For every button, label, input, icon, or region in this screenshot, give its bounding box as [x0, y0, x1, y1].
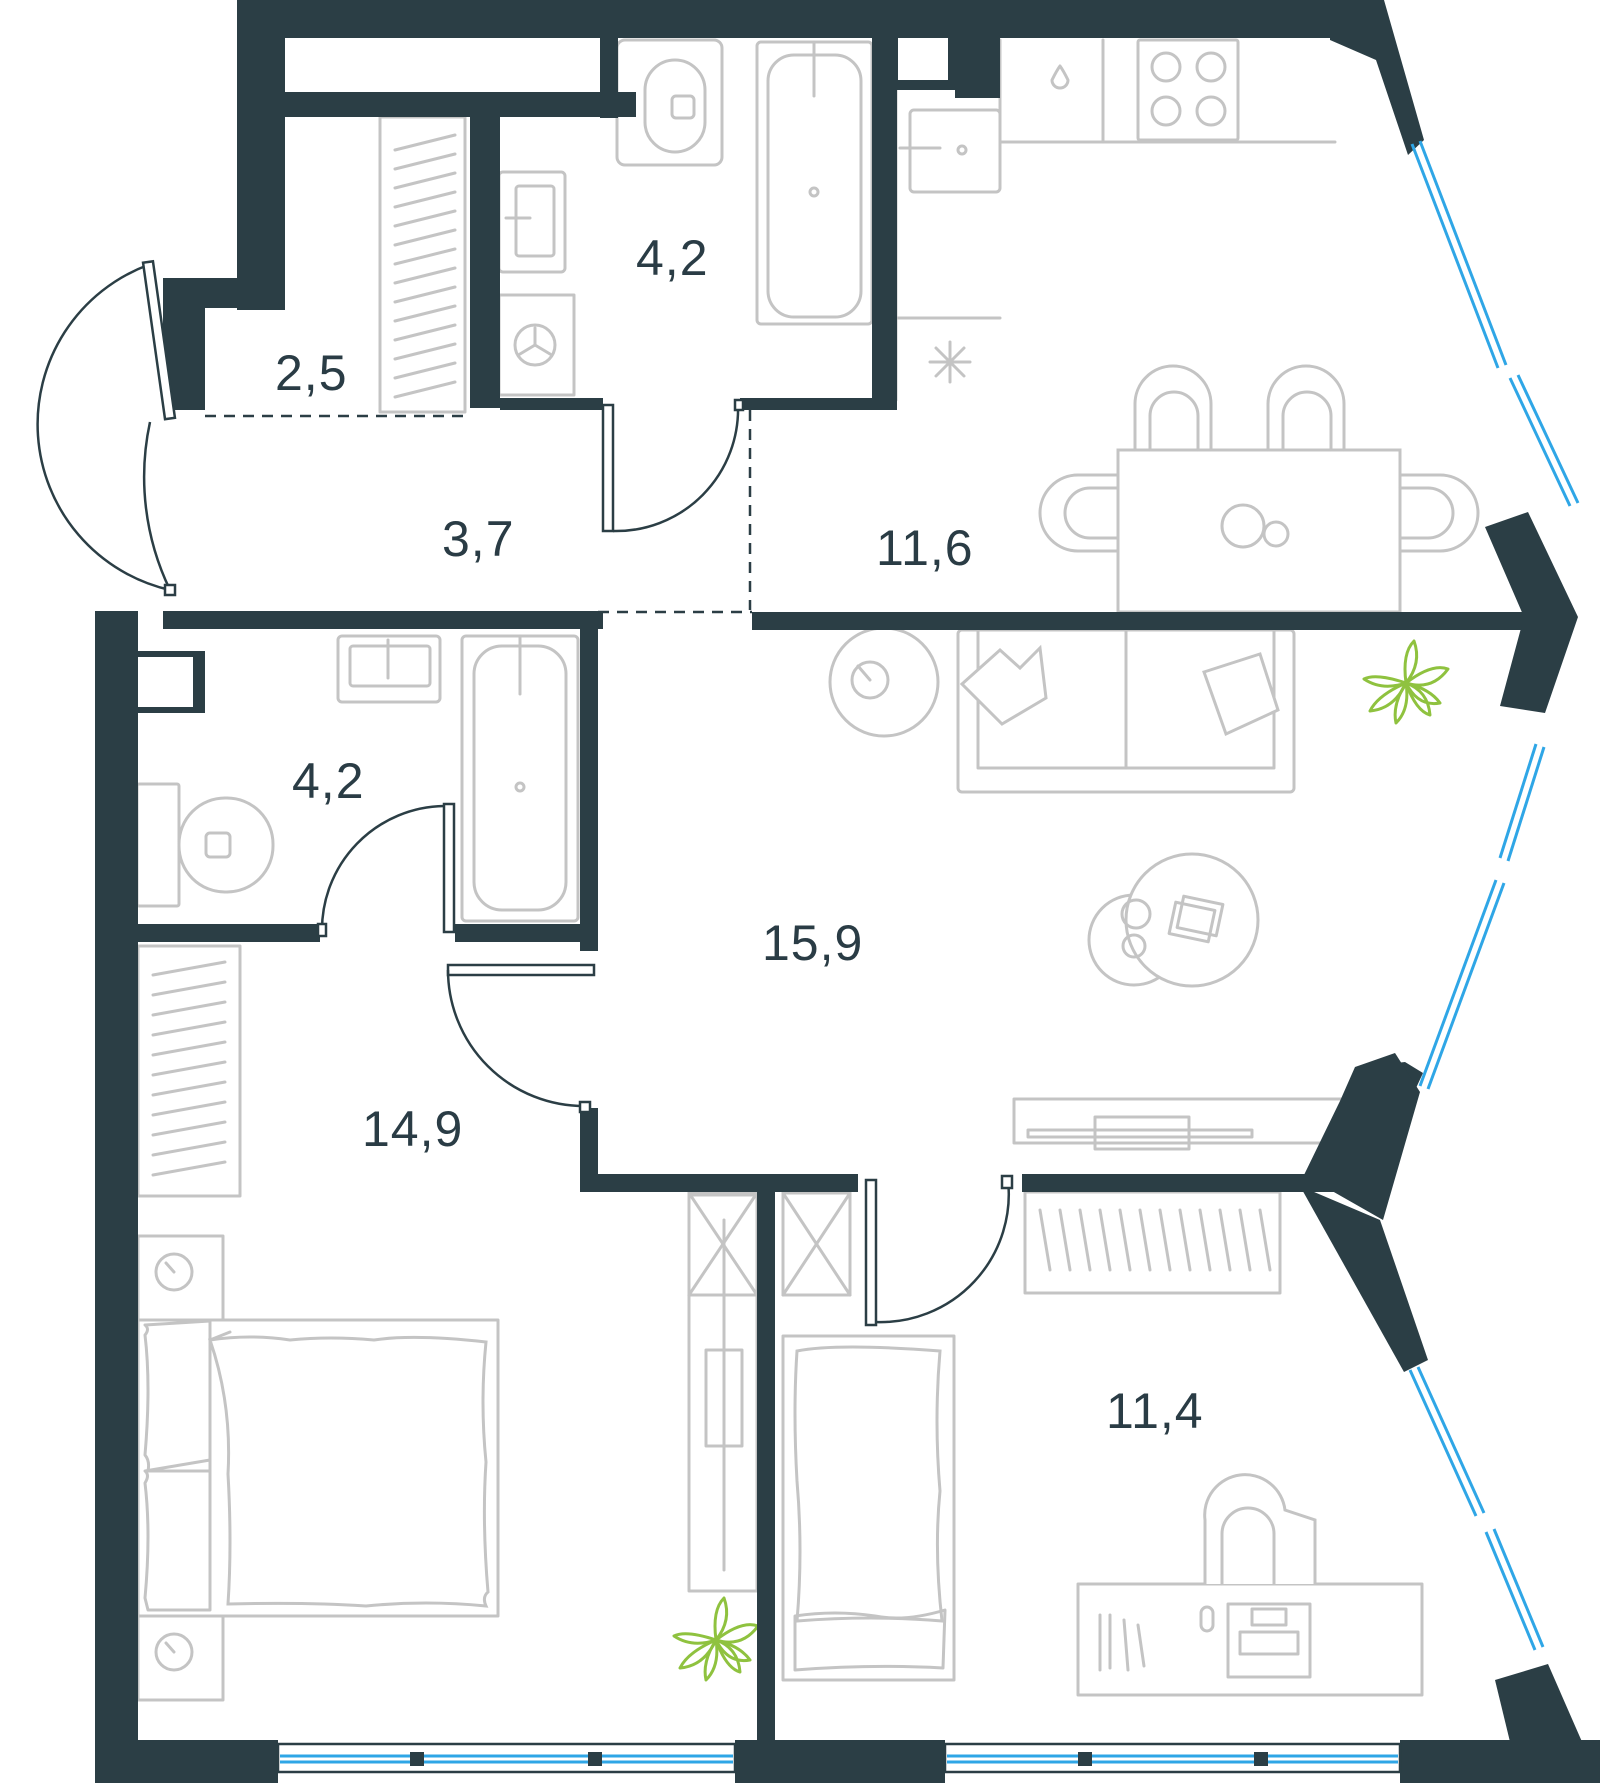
printer-icon [1226, 1602, 1312, 1679]
shelf-line [151, 1040, 227, 1057]
windows [276, 140, 1580, 1774]
plant-icon [672, 1596, 760, 1682]
zone-separators [205, 410, 752, 614]
dining-chair [1398, 473, 1480, 553]
desk-chair [1203, 1473, 1317, 1584]
shelf-line [1078, 1208, 1092, 1272]
nightstand [136, 1614, 225, 1702]
nightstand [136, 1234, 225, 1322]
hall-area-label: 3,7 [442, 511, 515, 567]
books [1098, 1613, 1146, 1672]
shelf-line [1038, 1208, 1052, 1272]
storage-shelves [378, 115, 467, 414]
walls [95, 0, 1600, 1783]
shelf-line [151, 1000, 227, 1017]
shelf-line [393, 380, 457, 399]
dining-chair [1038, 473, 1120, 553]
window [943, 1742, 1402, 1774]
shelf-line [393, 209, 457, 228]
shelf-line [151, 960, 227, 977]
shelf-line [1218, 1208, 1232, 1272]
shelf-line [393, 304, 457, 323]
bedroom-1-area-label: 14,9 [362, 1101, 463, 1157]
shelf-line [393, 361, 457, 380]
shelf-line [151, 1080, 227, 1097]
window [276, 1742, 737, 1774]
living-room-furniture [828, 626, 1354, 1151]
shelf-line [151, 1020, 227, 1037]
living-room-area-label: 15,9 [762, 915, 863, 971]
bathroom-2-area-label: 4,2 [292, 753, 365, 809]
shelf-line [393, 152, 457, 171]
shelf-line [393, 133, 457, 152]
shelf-line [151, 980, 227, 997]
shelf-line [151, 1160, 227, 1177]
shelf-line [393, 323, 457, 342]
shelf-line [393, 285, 457, 304]
shelf-line [1198, 1208, 1212, 1272]
kitchen-fixtures [894, 38, 1480, 614]
shelf-line [393, 247, 457, 266]
shelf-line [151, 1060, 227, 1077]
sink-icon [336, 634, 442, 704]
dining-chair [1266, 364, 1346, 452]
shelf-line [393, 342, 457, 361]
dishwasher-icon [928, 340, 972, 384]
doors [36, 259, 1014, 1327]
room-labels: 2,5 4,2 3,7 11,6 4,2 15,9 14,9 11,4 [275, 230, 1204, 1439]
window [1408, 1366, 1545, 1651]
shelf-line [393, 228, 457, 247]
shelf-line [151, 1120, 227, 1137]
wardrobe-x-right-real [781, 1191, 852, 1297]
shelf-line [393, 190, 457, 209]
bathroom-1-fixtures [497, 38, 874, 397]
shelf-line [1158, 1208, 1172, 1272]
bedroom-2-furniture [781, 1190, 1424, 1697]
bathroom-2-door[interactable] [316, 802, 456, 938]
bedroom-1-door[interactable] [446, 963, 596, 1114]
entrance-door[interactable] [36, 259, 177, 597]
shelf-line [1118, 1208, 1132, 1272]
kitchen-area-label: 11,6 [876, 520, 974, 576]
shelf-line [1058, 1208, 1072, 1272]
shelf-line [1178, 1208, 1192, 1272]
window [1410, 140, 1580, 507]
floor-lamp [828, 626, 940, 738]
toilet-icon [135, 782, 181, 908]
bedroom-2-area-label: 11,4 [1106, 1383, 1204, 1439]
shelf-line [1258, 1208, 1272, 1272]
single-bed [781, 1334, 956, 1682]
bedroom-2-door[interactable] [864, 1174, 1014, 1327]
bathroom-1-area-label: 4,2 [636, 230, 709, 286]
shelf-line [151, 1100, 227, 1117]
dining-chair [1133, 364, 1213, 452]
shelf-line [1098, 1208, 1112, 1272]
shelf-line [393, 266, 457, 285]
stove-icon [1136, 38, 1240, 142]
shelf-line [1138, 1208, 1152, 1272]
plant-icon [1362, 639, 1450, 725]
shelf-line [151, 1140, 227, 1157]
shelf-line [393, 171, 457, 190]
storage-area-label: 2,5 [275, 345, 348, 401]
wardrobe [1023, 1190, 1282, 1295]
bedroom-1-furniture [136, 944, 759, 1702]
shelf-line [1238, 1208, 1252, 1272]
dining-table [1116, 448, 1402, 614]
window [1418, 743, 1546, 1090]
bathroom-1-door[interactable] [601, 398, 745, 533]
kitchen-sink-icon [908, 108, 1002, 194]
